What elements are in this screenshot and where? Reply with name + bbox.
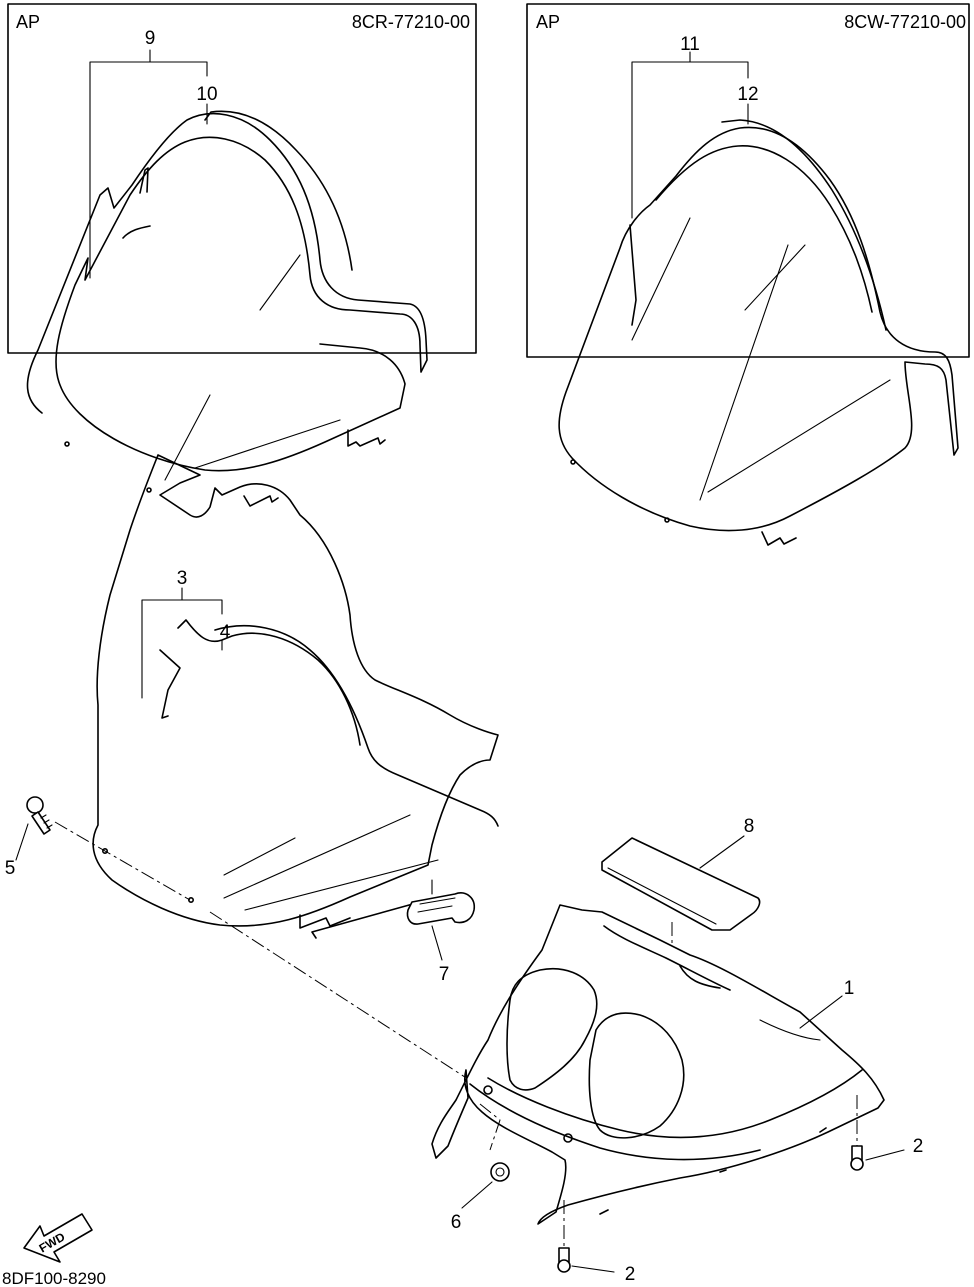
- callout-11: 11: [680, 34, 700, 55]
- option-box-left-label: AP: [16, 12, 40, 32]
- callout-2-lower: 2: [625, 1264, 636, 1285]
- leader-3: [141, 587, 223, 699]
- option-box-left-frame: [7, 3, 477, 354]
- callout-7: 7: [439, 964, 450, 985]
- clip-7-drawing: [406, 879, 476, 925]
- option-box-right-frame: [526, 3, 970, 358]
- bolt-5-drawing: [26, 796, 53, 835]
- main-windshield-drawing: [92, 454, 499, 939]
- pad-8-drawing: [601, 837, 761, 931]
- callout-3: 3: [177, 568, 188, 589]
- alignment-line-a: [54, 821, 191, 901]
- callout-9: 9: [145, 28, 156, 49]
- callout-12: 12: [737, 84, 758, 105]
- callout-8: 8: [744, 816, 755, 837]
- leader-6: [461, 1181, 493, 1209]
- panel-1-drawing: [431, 904, 885, 1225]
- leader-5: [15, 823, 29, 861]
- callout-1: 1: [844, 978, 855, 999]
- option-box-left: AP 8CR-77210-00 9 10: [7, 3, 477, 507]
- leader-6-a: [479, 1103, 501, 1151]
- leader-9: [89, 49, 208, 279]
- callout-10: 10: [196, 84, 217, 105]
- leader-2-lower: [571, 1265, 615, 1273]
- option-box-right-label: AP: [536, 12, 560, 32]
- option-box-right: AP 8CW-77210-00 11 12: [526, 3, 970, 546]
- callout-6: 6: [451, 1212, 462, 1233]
- leader-1: [799, 995, 843, 1029]
- fwd-arrow-icon: FWD: [23, 1213, 93, 1263]
- windshield-right-drawing: [558, 119, 959, 546]
- callout-5: 5: [5, 858, 16, 879]
- diagram-id: 8DF100-8290: [2, 1269, 106, 1287]
- windshield-left-drawing: [26, 110, 428, 507]
- option-box-right-part-number: 8CW-77210-00: [844, 12, 966, 32]
- callout-2-upper: 2: [913, 1136, 924, 1157]
- bolt-2-upper-drawing: [850, 1095, 864, 1171]
- callout-4: 4: [220, 622, 231, 643]
- bolt-2-lower-drawing: [557, 1200, 571, 1273]
- leader-11: [631, 51, 749, 219]
- nut-6-drawing: [490, 1162, 510, 1182]
- leader-8: [699, 835, 745, 869]
- option-box-left-part-number: 8CR-77210-00: [352, 12, 470, 32]
- leader-7: [431, 925, 443, 961]
- alignment-line-b: [209, 911, 489, 1093]
- leader-2-upper: [865, 1149, 905, 1161]
